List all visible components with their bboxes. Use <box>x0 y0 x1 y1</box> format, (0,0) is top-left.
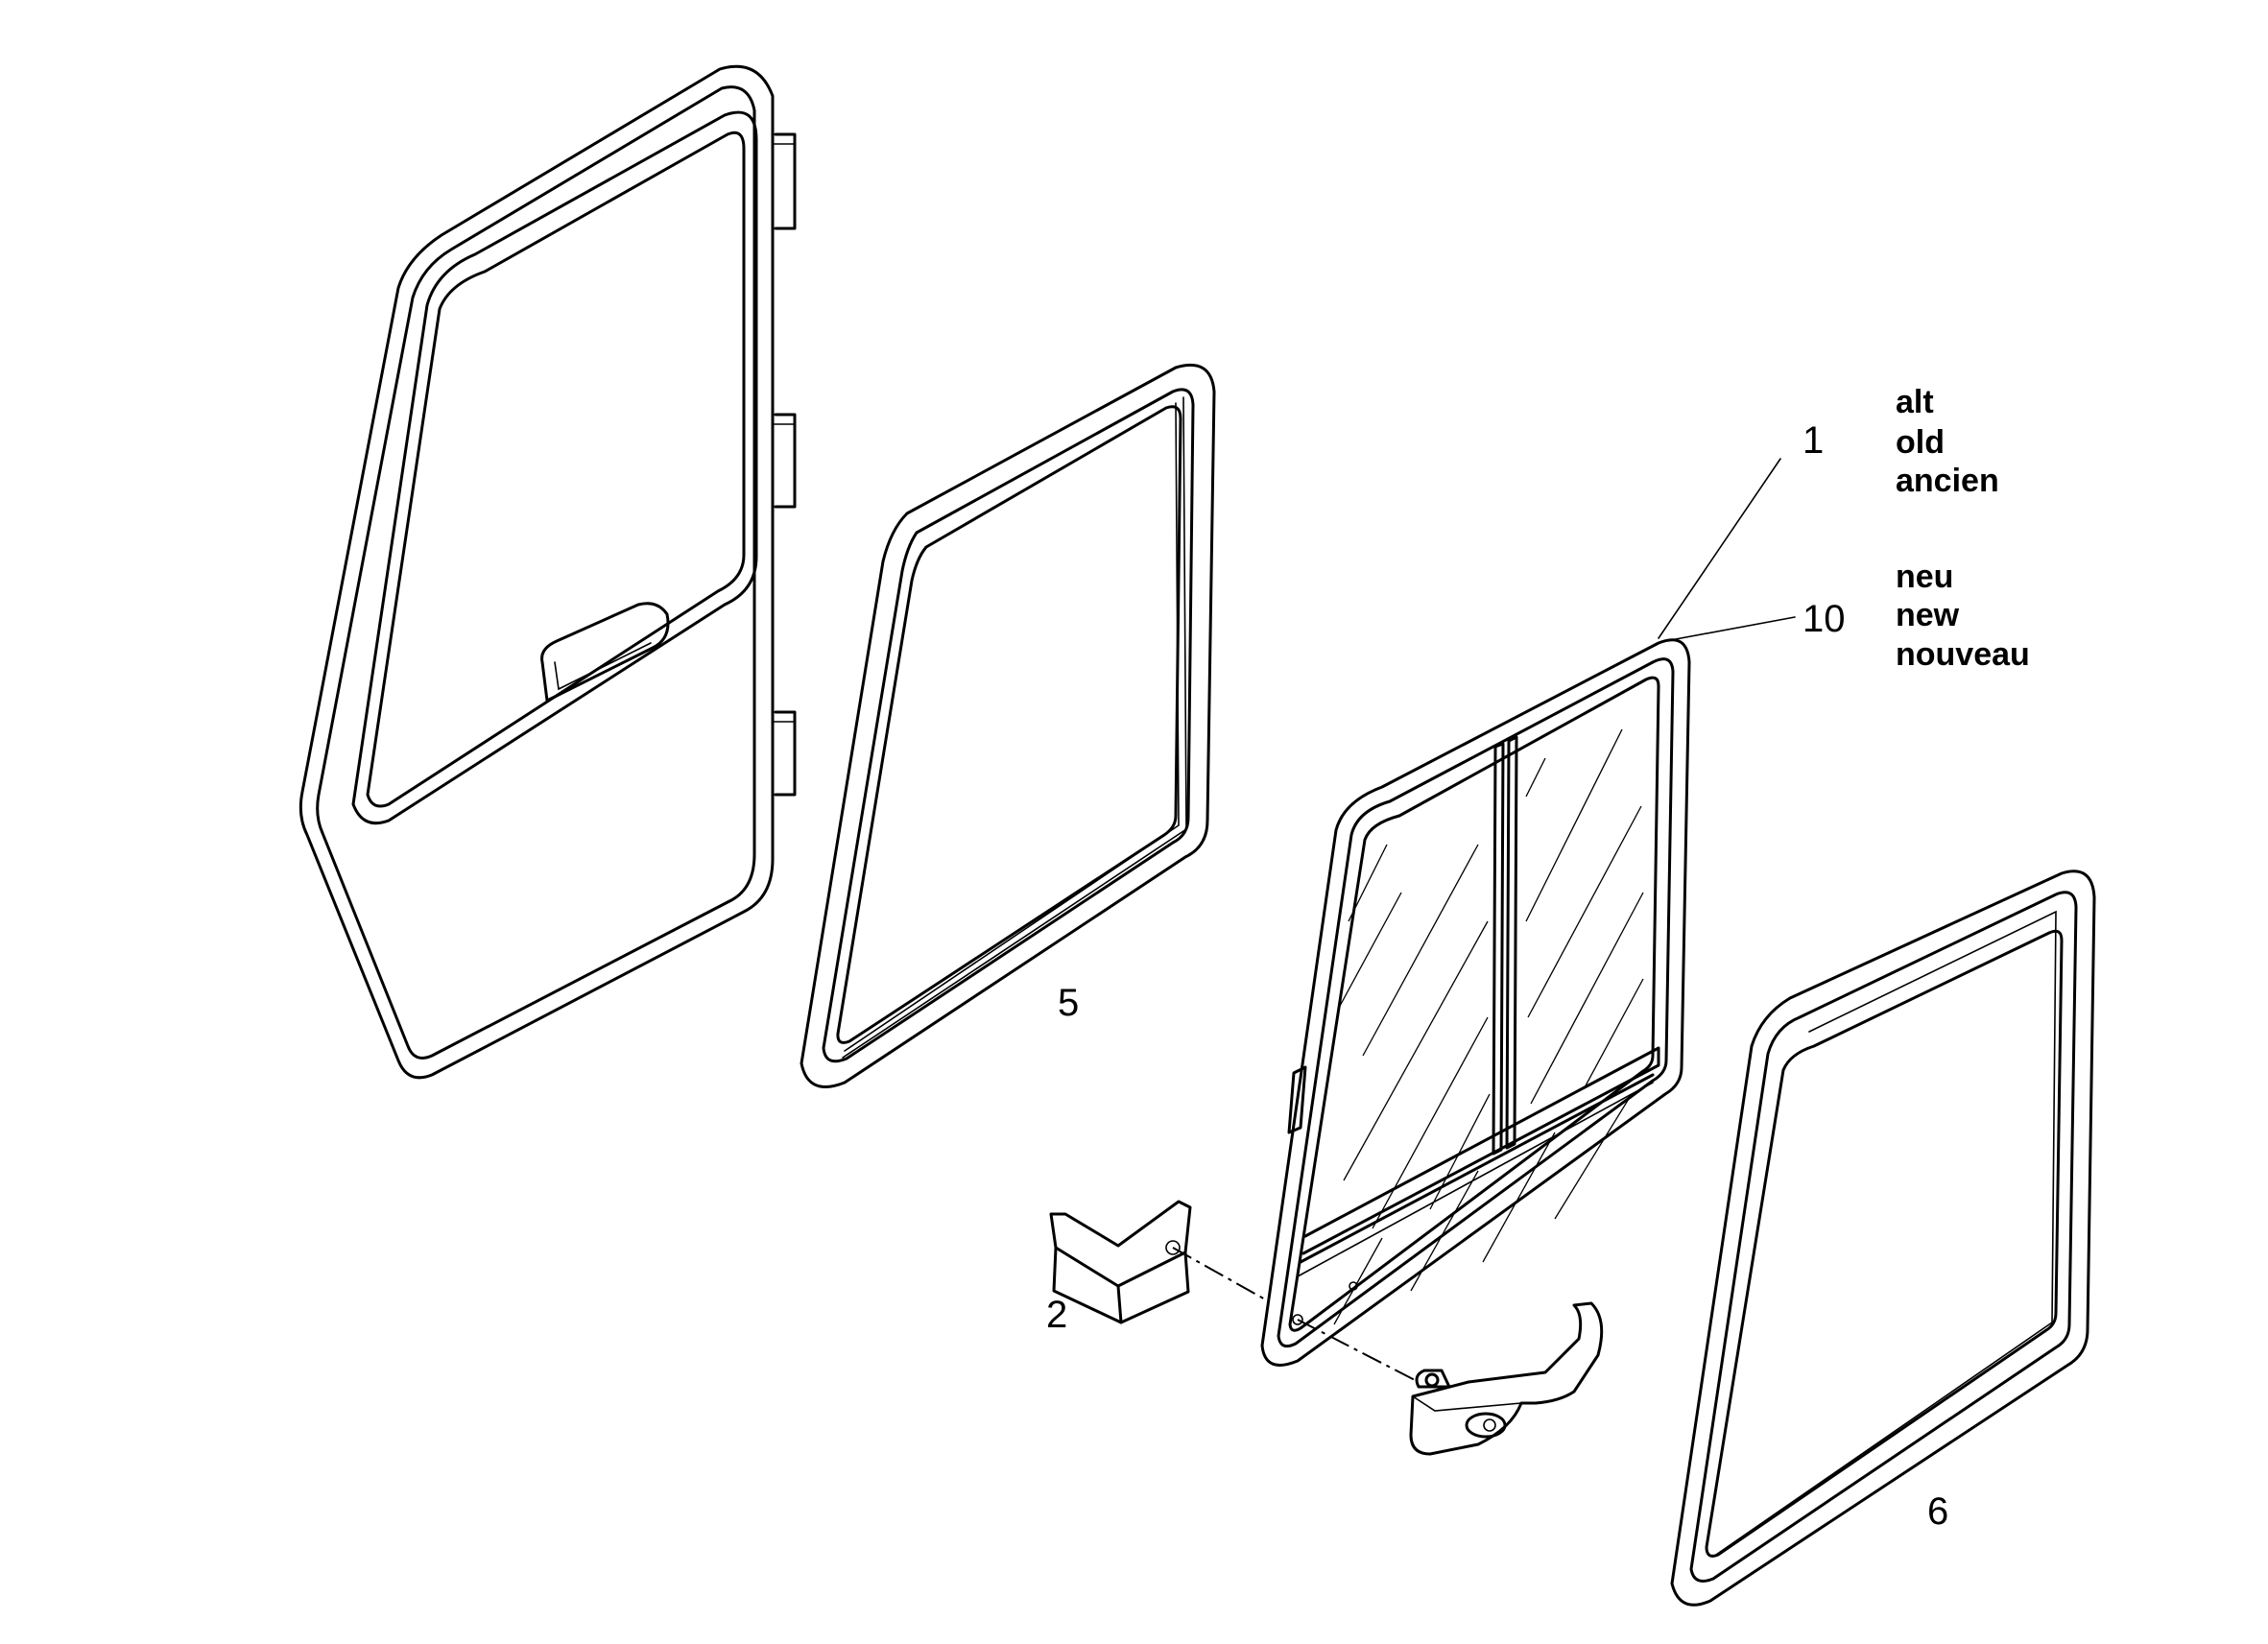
legend-old-fr: ancien <box>1896 463 1999 499</box>
glass-hatching <box>1333 728 1644 1325</box>
assembly-line-bracket <box>1172 1247 1268 1301</box>
legend-old-en: old <box>1896 424 1945 461</box>
legend-old: alt old ancien <box>1896 384 1999 499</box>
seal-part-5 <box>800 363 1216 1088</box>
legend-new-en: new <box>1896 597 1960 633</box>
seal-part-6 <box>1670 870 2096 1607</box>
leader-line-10 <box>1664 616 1796 642</box>
legend-new-fr: nouveau <box>1896 636 2030 673</box>
callout-10: 10 <box>1802 598 1846 640</box>
door-frame <box>298 64 797 1080</box>
sliding-window-part-1-10 <box>1260 638 1691 1367</box>
bracket-part-2 <box>1049 1200 1192 1324</box>
callout-2: 2 <box>1046 1294 1067 1336</box>
legend-old-de: alt <box>1896 384 1934 420</box>
legend-new: neu new nouveau <box>1896 559 2030 673</box>
callout-5: 5 <box>1058 982 1079 1024</box>
assembly-line-handle <box>1297 1319 1420 1383</box>
callout-1: 1 <box>1802 419 1824 462</box>
callout-6: 6 <box>1927 1490 1948 1533</box>
legend-new-de: neu <box>1896 559 1953 595</box>
door-handle <box>1409 1301 1604 1456</box>
leader-line-1 <box>1658 458 1781 639</box>
